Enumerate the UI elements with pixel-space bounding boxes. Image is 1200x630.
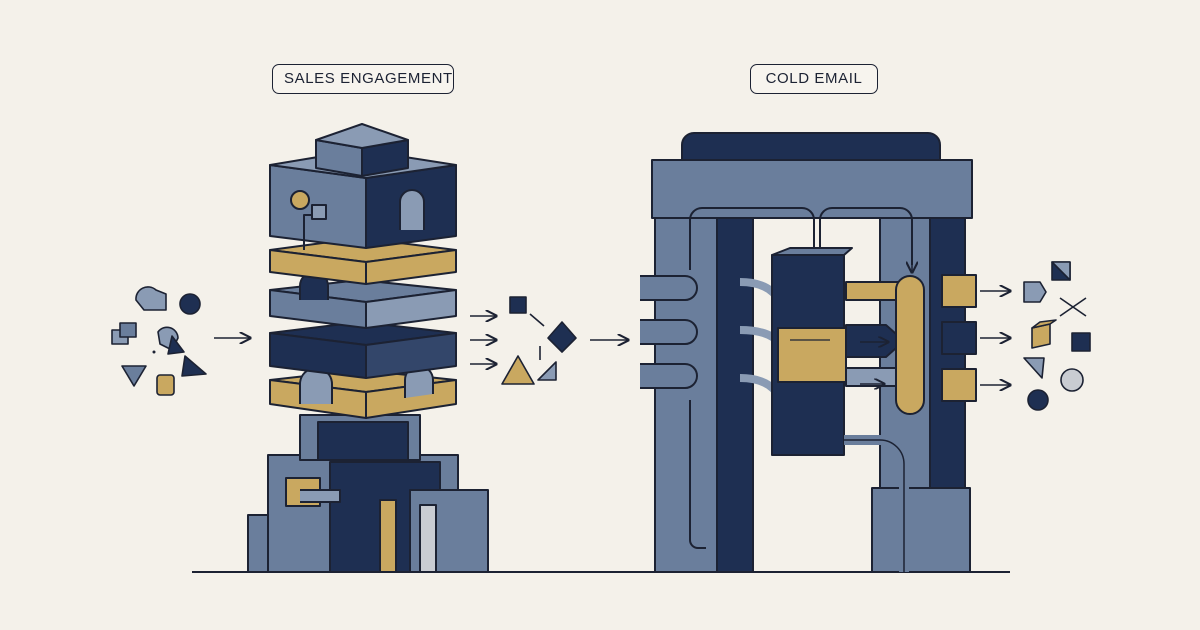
machine-output-lane-top (845, 281, 902, 301)
machine-crossbeam (651, 159, 973, 219)
machine-leg-left-outer (654, 217, 718, 573)
machine-gold-tube (895, 275, 925, 415)
scattered-geometric-shapes-icon (111, 286, 207, 396)
tower-layer-dark-side (365, 332, 457, 379)
tower-layer-slate-side (365, 289, 457, 329)
sales-engagement-label: SALES ENGAGEMENT (272, 64, 454, 94)
cold-email-machine (640, 132, 977, 573)
tower-small-square (311, 204, 327, 220)
scattered-output-shapes-icon (1023, 261, 1091, 411)
tower-column-dark (317, 421, 409, 461)
machine-left-bottom-pipe (689, 400, 706, 549)
machine-pipe-a (689, 207, 815, 270)
machine-base-right (871, 487, 971, 573)
machine-left-pipe-3 (640, 363, 698, 389)
tower-arch-top (399, 189, 425, 230)
machine-leg-left-dark (716, 217, 754, 573)
tower-output-arrows (470, 316, 496, 364)
sales-engagement-tower (247, 123, 489, 573)
machine-output-block-1 (941, 274, 977, 308)
machine-core-top (771, 247, 853, 256)
machine-left-pipe-1 (640, 275, 698, 301)
tower-cap-roof (315, 123, 409, 149)
tower-gold-dot (290, 190, 310, 210)
machine-output-block-2 (941, 321, 977, 355)
sorted-geometric-shapes-icon (501, 296, 577, 385)
machine-left-pipe-2 (640, 319, 698, 345)
machine-core-gold-band (777, 327, 847, 383)
machine-output-arrows (980, 291, 1010, 385)
machine-output-block-3 (941, 368, 977, 402)
cold-email-label: COLD EMAIL (750, 64, 878, 94)
tower-layer-gold-upper-side (365, 249, 457, 285)
tower-base-gold-bar (379, 499, 397, 573)
tower-pipe (300, 489, 341, 503)
tower-base-slot (419, 504, 437, 573)
machine-pipe-b (819, 207, 913, 265)
